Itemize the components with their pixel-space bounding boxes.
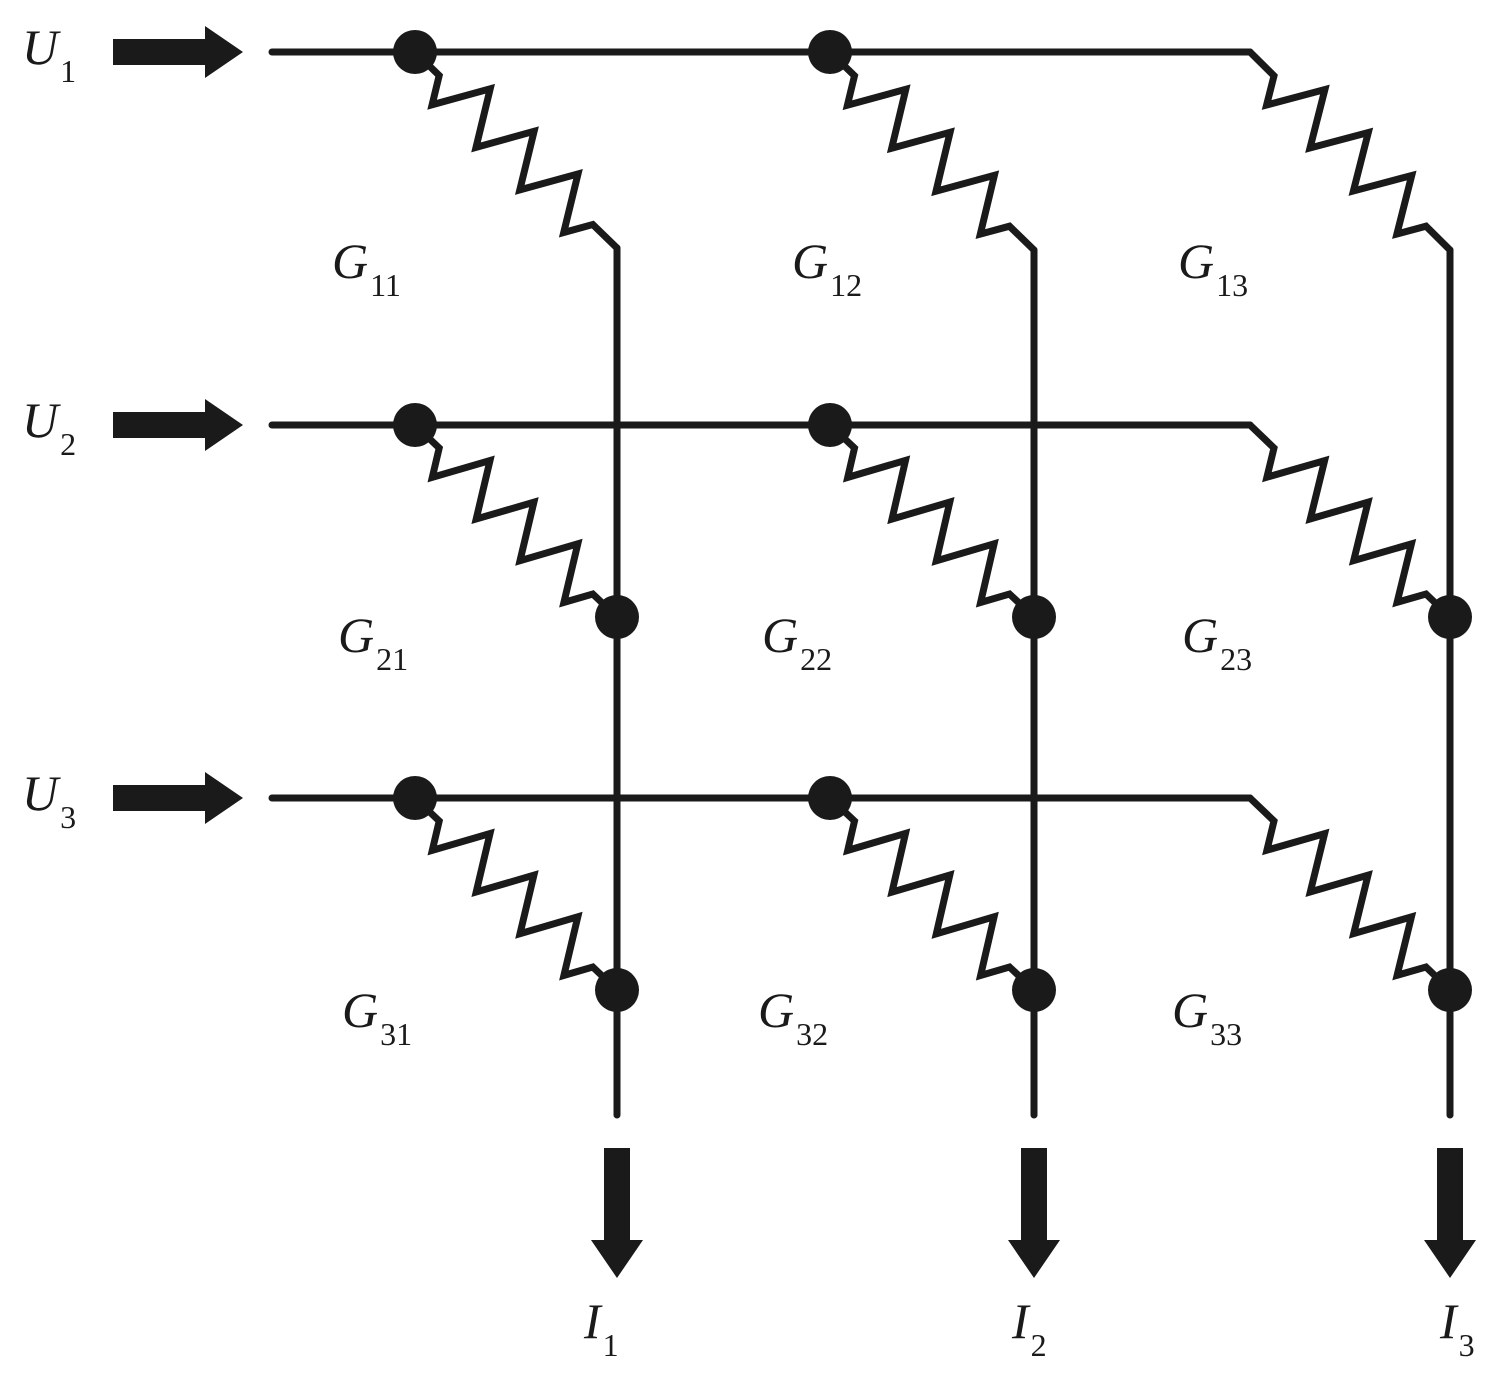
output-arrow-2-icon xyxy=(1008,1148,1060,1278)
conductance-label-g32: G32 xyxy=(758,982,828,1052)
resistor-g32 xyxy=(826,794,1038,994)
output-arrow-3-icon xyxy=(1424,1148,1476,1278)
junction-dot-in-r1c2 xyxy=(808,30,852,74)
junction-dot-in-r1c1 xyxy=(393,30,437,74)
junction-dot-out-r2c3 xyxy=(1428,595,1472,639)
junction-dot-out-r3c1 xyxy=(595,968,639,1012)
junction-dot-in-r2c2 xyxy=(808,403,852,447)
input-arrow-1-icon xyxy=(113,26,243,78)
junction-dots xyxy=(393,30,1472,1012)
conductance-label-g11: G11 xyxy=(332,233,401,303)
input-label-u1: U1 xyxy=(22,19,76,89)
conductance-label-g22: G22 xyxy=(762,607,832,677)
junction-dot-in-r3c2 xyxy=(808,776,852,820)
input-arrow-3-icon xyxy=(113,772,243,824)
conductance-label-g23: G23 xyxy=(1182,607,1252,677)
resistor-g31 xyxy=(411,794,621,994)
conductance-label-g13: G13 xyxy=(1178,233,1248,303)
resistor-g21 xyxy=(411,421,621,621)
junction-dot-in-r2c1 xyxy=(393,403,437,447)
input-label-u2: U2 xyxy=(22,392,76,462)
conductance-label-g33: G33 xyxy=(1172,982,1242,1052)
resistor-g22 xyxy=(826,421,1038,621)
resistor-g12 xyxy=(826,48,1038,254)
wires xyxy=(268,48,1454,1119)
output-label-i1: I1 xyxy=(583,1293,619,1363)
junction-dot-out-r2c2 xyxy=(1012,595,1056,639)
junction-dot-out-r2c1 xyxy=(595,595,639,639)
resistor-g11 xyxy=(411,48,621,252)
junction-dot-out-r3c2 xyxy=(1012,968,1056,1012)
resistor-g33 xyxy=(1246,794,1454,994)
junction-dot-out-r3c3 xyxy=(1428,968,1472,1012)
junction-dot-in-r3c1 xyxy=(393,776,437,820)
conductance-label-g31: G31 xyxy=(342,982,412,1052)
input-label-u3: U3 xyxy=(22,765,76,835)
output-label-i2: I2 xyxy=(1011,1293,1047,1363)
output-label-i3: I3 xyxy=(1439,1293,1475,1363)
arrows xyxy=(113,26,1476,1278)
input-arrow-2-icon xyxy=(113,399,243,451)
resistor-g13 xyxy=(1246,48,1454,254)
conductance-label-g21: G21 xyxy=(338,607,408,677)
output-arrow-1-icon xyxy=(591,1148,643,1278)
resistors xyxy=(411,48,1454,994)
conductance-label-g12: G12 xyxy=(792,233,862,303)
resistor-g23 xyxy=(1246,421,1454,621)
